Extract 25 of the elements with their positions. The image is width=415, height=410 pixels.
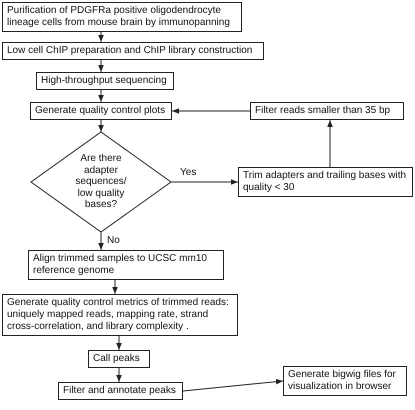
process-box: Generate quality control plots [30,102,172,120]
process-box: Filter reads smaller than 35 bp [250,102,404,120]
process-box: Call peaks [88,350,150,368]
arrow [98,120,104,132]
process-box: High-throughput sequencing [36,72,174,90]
process-box: Purification of PDGFRa positive oligodendrocyte lineage cells from mouse brain by immunopanning [2,2,242,32]
arrow [172,108,250,114]
arrow [98,232,104,250]
arrow [98,90,104,102]
arrow [116,336,122,350]
arrow [327,120,333,168]
arrow [112,280,118,294]
process-box: Align trimmed samples to UCSC mm10 reference genome [28,250,224,280]
decision-text: Are there adapter sequences/ low quality bases? [74,153,128,211]
process-box: Generate quality control metrics of trimmed reads: uniquely mapped reads, mapping rate, strand cross-correlation, and library complexity . [2,294,238,336]
arrow [116,368,122,382]
process-box: Trim adapters and trailing bases with quality < 30 [238,167,413,197]
process-box: Low cell ChIP preparation and ChIP library construction [2,42,264,60]
process-box: Filter and annotate peaks [58,382,183,400]
arrow [182,378,284,392]
arrow [98,32,104,42]
decision-diamond [31,132,171,232]
arrow [98,60,104,72]
process-box: Generate bigwig files for visualization in browser [283,366,407,396]
arrow [170,179,238,185]
